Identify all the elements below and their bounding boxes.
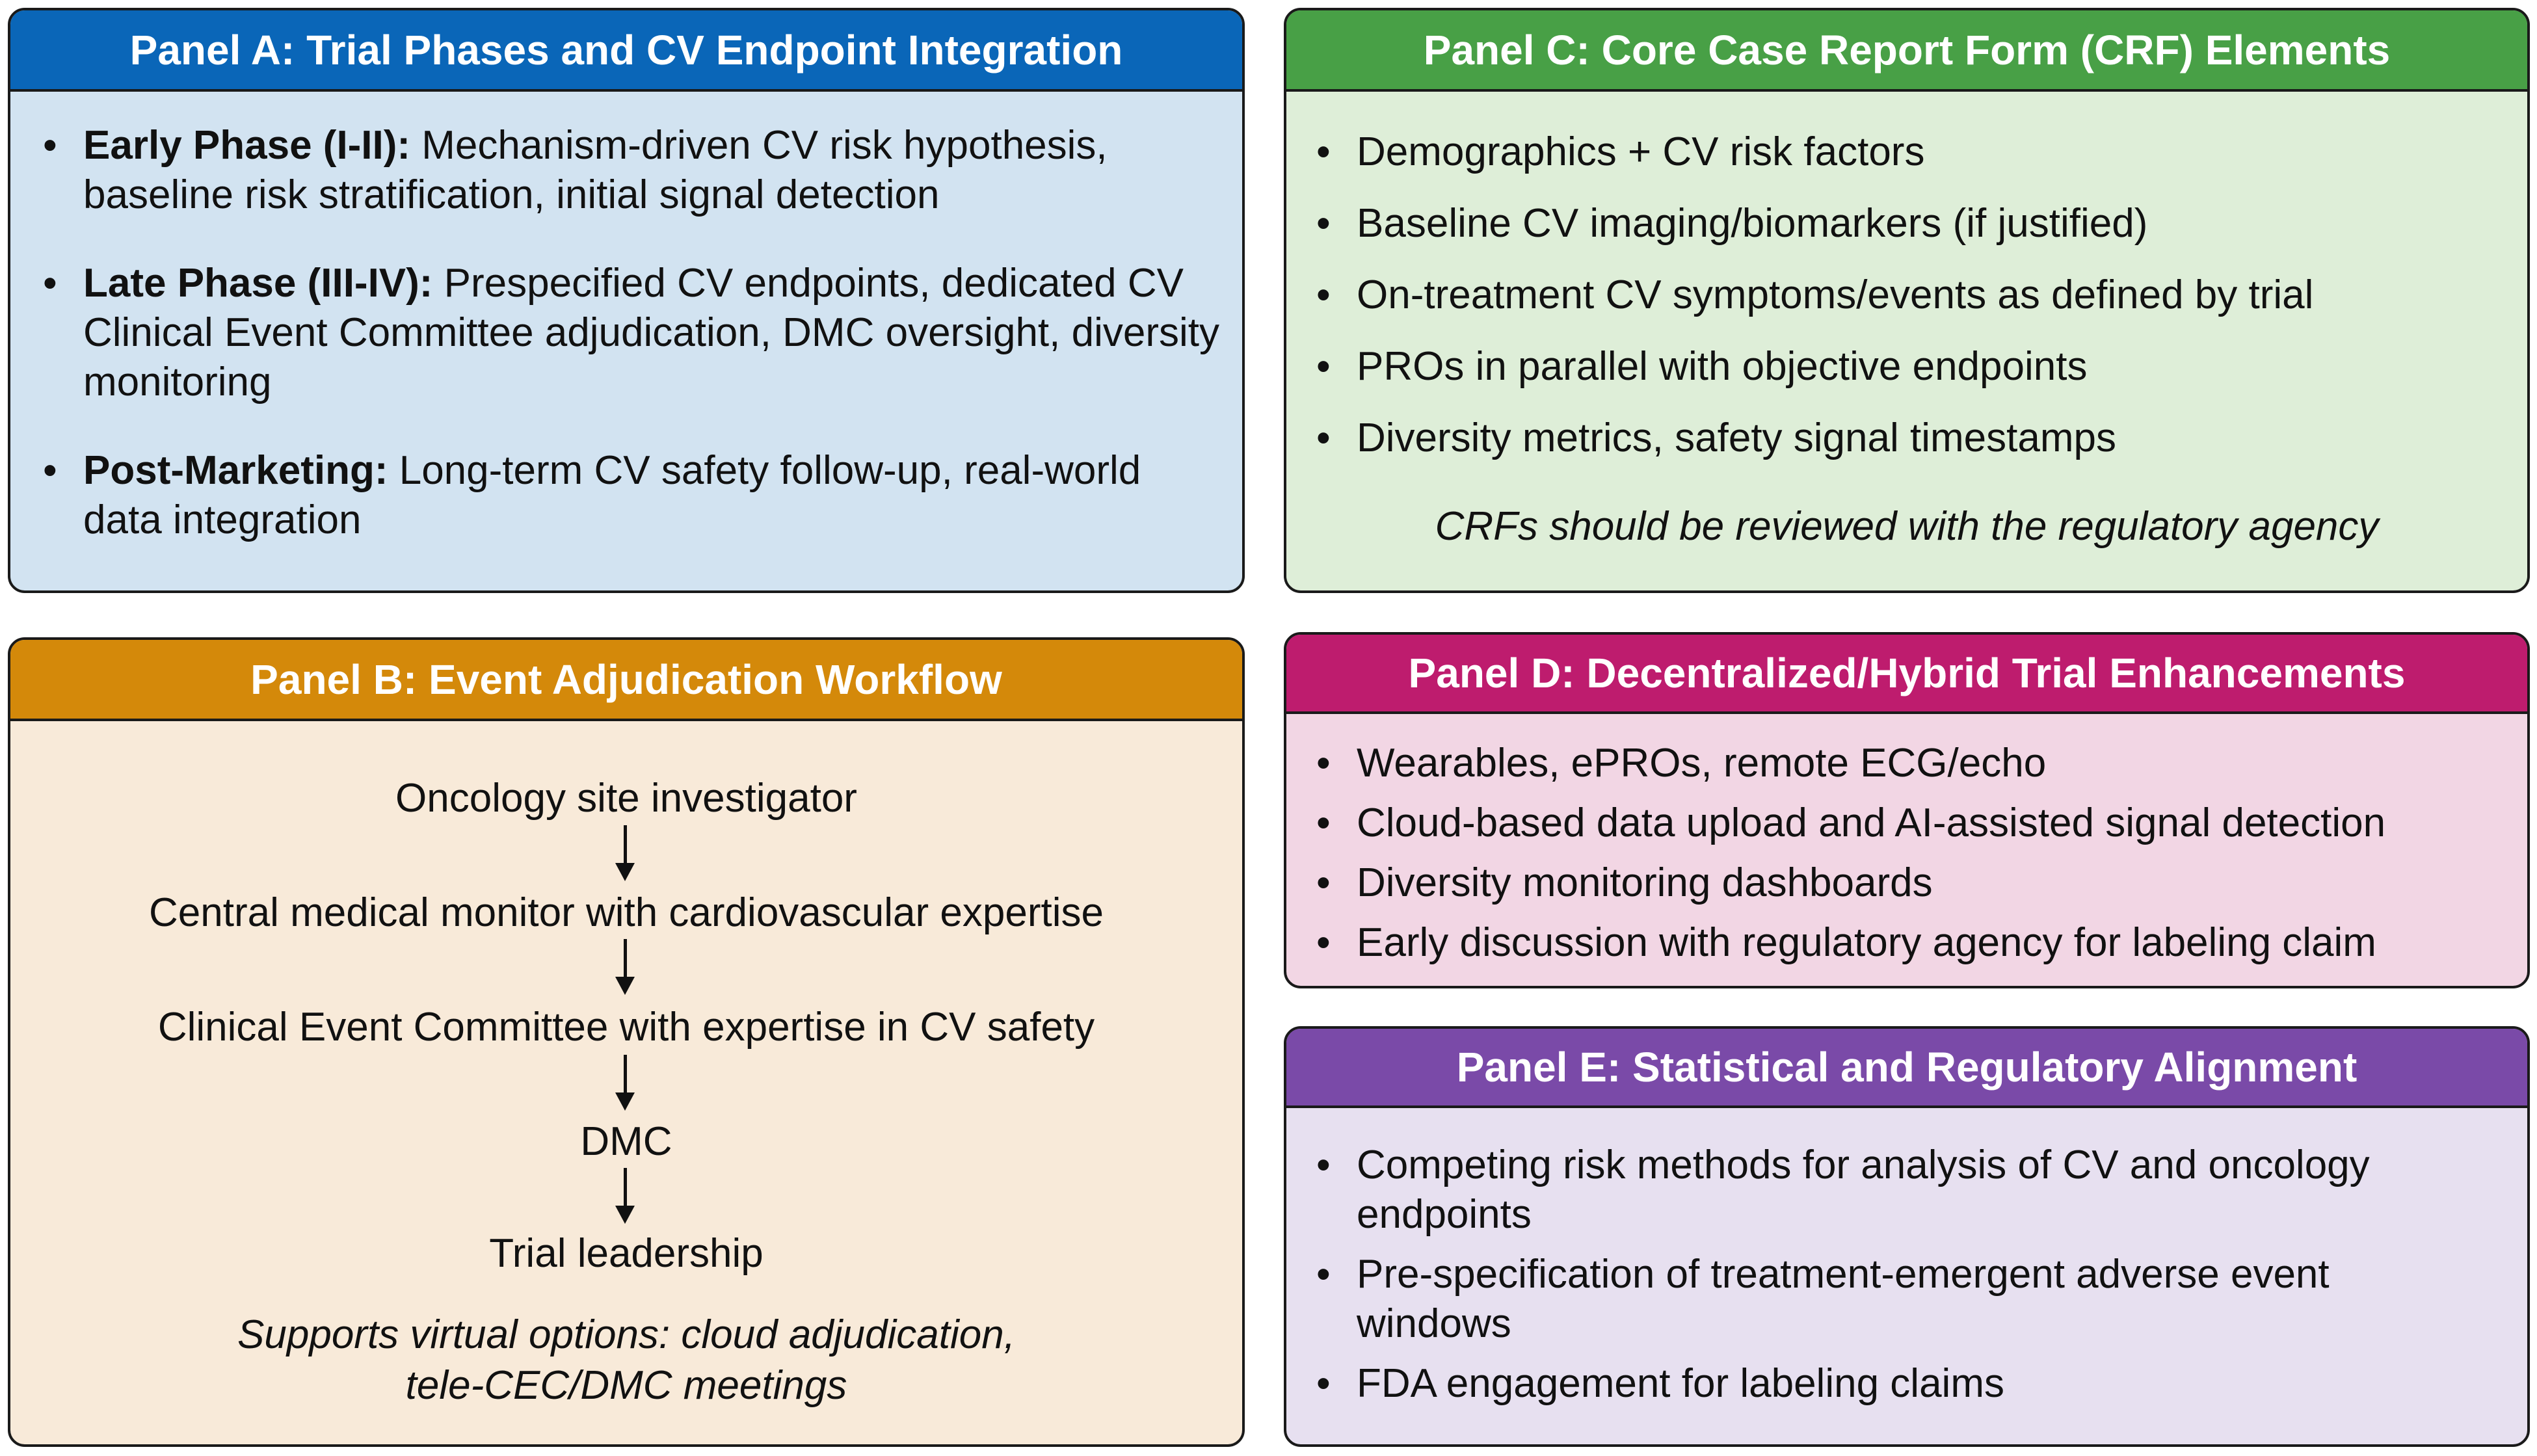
panel-a-item-post-marketing: Post-Marketing: Long-term CV safety foll… [43,446,1228,545]
panel-e-item: Competing risk methods for analysis of C… [1316,1141,2462,1239]
panel-c-note: CRFs should be reviewed with the regulat… [1435,504,2379,549]
panel-a: Panel A: Trial Phases and CV Endpoint In… [8,8,1245,593]
panel-d-item: Cloud-based data upload and AI-assisted … [1316,799,2514,848]
flow-step-clinical-event-committee: Clinical Event Committee with expertise … [157,1005,1095,1050]
panel-c-title: Panel C: Core Case Report Form (CRF) Ele… [1286,10,2527,92]
flow-step-dmc: DMC [580,1119,672,1164]
panel-e-list: Competing risk methods for analysis of C… [1316,1141,2462,1419]
panel-e: Panel E: Statistical and Regulatory Alig… [1284,1026,2530,1447]
panel-a-item-text: Mechanism-driven CV risk hypothesis, bas… [83,123,1108,217]
panel-d-item: Early discussion with regulatory agency … [1316,918,2514,968]
panel-a-title: Panel A: Trial Phases and CV Endpoint In… [10,10,1242,92]
flow-step-trial-leadership: Trial leadership [489,1231,764,1276]
panel-e-item: FDA engagement for labeling claims [1316,1359,2462,1409]
panel-c-item: Demographics + CV risk factors [1316,127,2501,177]
panel-b-title: Panel B: Event Adjudication Workflow [10,640,1242,721]
adjudication-flow: Oncology site investigator Central medic… [10,640,1242,1444]
panel-b-note-line: tele-CEC/DMC meetings [405,1363,847,1408]
panel-b: Panel B: Event Adjudication Workflow Onc… [8,637,1245,1447]
panel-d-list: Wearables, ePROs, remote ECG/echo Cloud-… [1316,739,2514,978]
flow-arrow-down-icon [615,1055,635,1112]
flow-arrow-down-icon [615,1168,635,1225]
panel-a-item-late-phase: Late Phase (III-IV): Prespecified CV end… [43,259,1228,407]
panel-b-note: Supports virtual options: cloud adjudica… [10,1310,1242,1411]
panel-d-item: Wearables, ePROs, remote ECG/echo [1316,739,2514,788]
panel-a-item-early-phase: Early Phase (I-II): Mechanism-driven CV … [43,121,1228,220]
panel-c-item: Baseline CV imaging/biomarkers (if justi… [1316,199,2501,248]
panel-c-item: PROs in parallel with objective endpoint… [1316,342,2501,391]
panel-e-title: Panel E: Statistical and Regulatory Alig… [1286,1029,2527,1108]
panel-a-item-label: Post-Marketing: [83,448,388,493]
panel-c-item: Diversity metrics, safety signal timesta… [1316,414,2501,463]
panel-a-item-text: Prespecified CV endpoints, dedicated CV … [83,261,1219,404]
panel-a-item-label: Late Phase (III-IV): [83,261,433,306]
panel-a-list: Early Phase (I-II): Mechanism-driven CV … [43,121,1228,584]
flow-arrow-down-icon [615,825,635,882]
panel-c-item: On-treatment CV symptoms/events as defin… [1316,271,2501,320]
flow-step-medical-monitor: Central medical monitor with cardiovascu… [149,890,1104,935]
panel-d: Panel D: Decentralized/Hybrid Trial Enha… [1284,632,2530,988]
panel-a-item-text: Long-term CV safety follow-up, real-worl… [83,448,1141,542]
panel-a-item-label: Early Phase (I-II): [83,123,411,168]
flow-arrow-down-icon [615,939,635,996]
flow-step-site-investigator: Oncology site investigator [395,776,857,821]
panel-c-list: Demographics + CV risk factors Baseline … [1316,127,2501,485]
panel-d-item: Diversity monitoring dashboards [1316,858,2514,908]
panel-d-title: Panel D: Decentralized/Hybrid Trial Enha… [1286,635,2527,714]
panel-e-item: Pre-specification of treatment-emergent … [1316,1250,2462,1349]
panel-b-note-line: Supports virtual options: cloud adjudica… [237,1312,1015,1357]
panel-c: Panel C: Core Case Report Form (CRF) Ele… [1284,8,2530,593]
